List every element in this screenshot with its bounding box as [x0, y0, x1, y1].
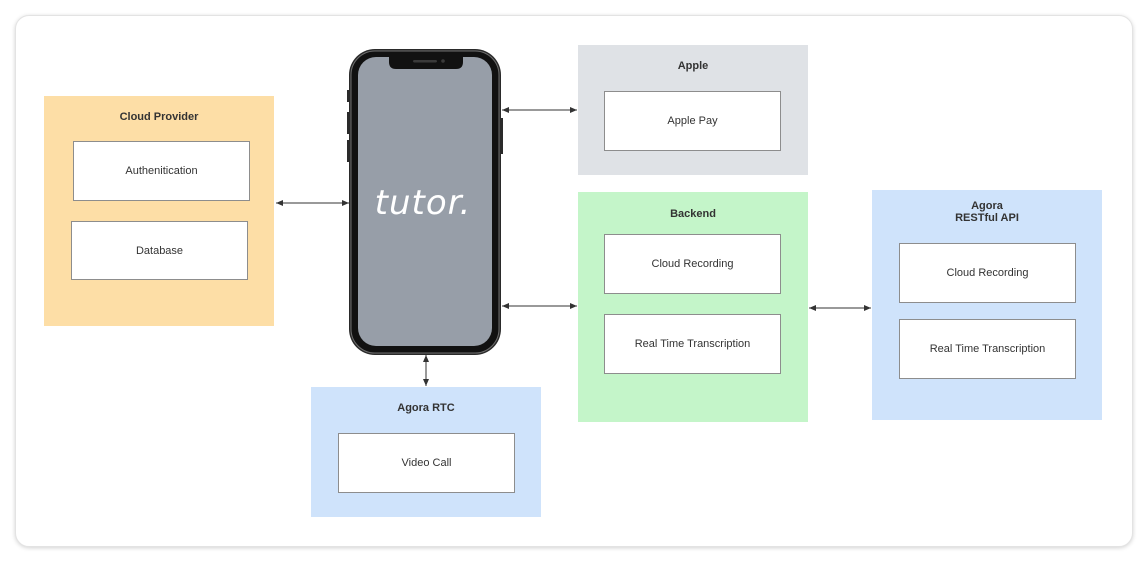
backend-cloud-recording-box: Cloud Recording — [604, 234, 781, 294]
backend-title: Backend — [670, 208, 716, 220]
agora-rtc-title: Agora RTC — [397, 402, 455, 414]
apple-pay-box: Apple Pay — [604, 91, 781, 151]
backend-transcription-box: Real Time Transcription — [604, 314, 781, 374]
video-call-box: Video Call — [338, 433, 515, 493]
smartphone-icon — [347, 49, 503, 355]
apple-title: Apple — [677, 60, 709, 72]
agora-api-title-line1: Agora — [971, 200, 1003, 212]
database-box: Database — [71, 221, 248, 280]
agora-rtc-group: Agora RTC Video Call — [311, 387, 541, 517]
backend-group: Backend Cloud Recording Real Time Transc… — [578, 192, 808, 422]
agora-cloud-recording-box: Cloud Recording — [899, 243, 1076, 303]
agora-transcription-box: Real Time Transcription — [899, 319, 1076, 379]
cloud-provider-title: Cloud Provider — [119, 111, 199, 123]
agora-api-title-line2: RESTful API — [955, 212, 1019, 224]
apple-group: Apple Apple Pay — [578, 45, 808, 175]
cloud-provider-group: Cloud Provider Authenitication Database — [44, 96, 274, 326]
authentication-box: Authenitication — [73, 141, 250, 201]
agora-restful-api-group: Agora RESTful API Cloud Recording Real T… — [872, 190, 1102, 420]
tutor-logo-text: tutor. — [375, 183, 472, 223]
